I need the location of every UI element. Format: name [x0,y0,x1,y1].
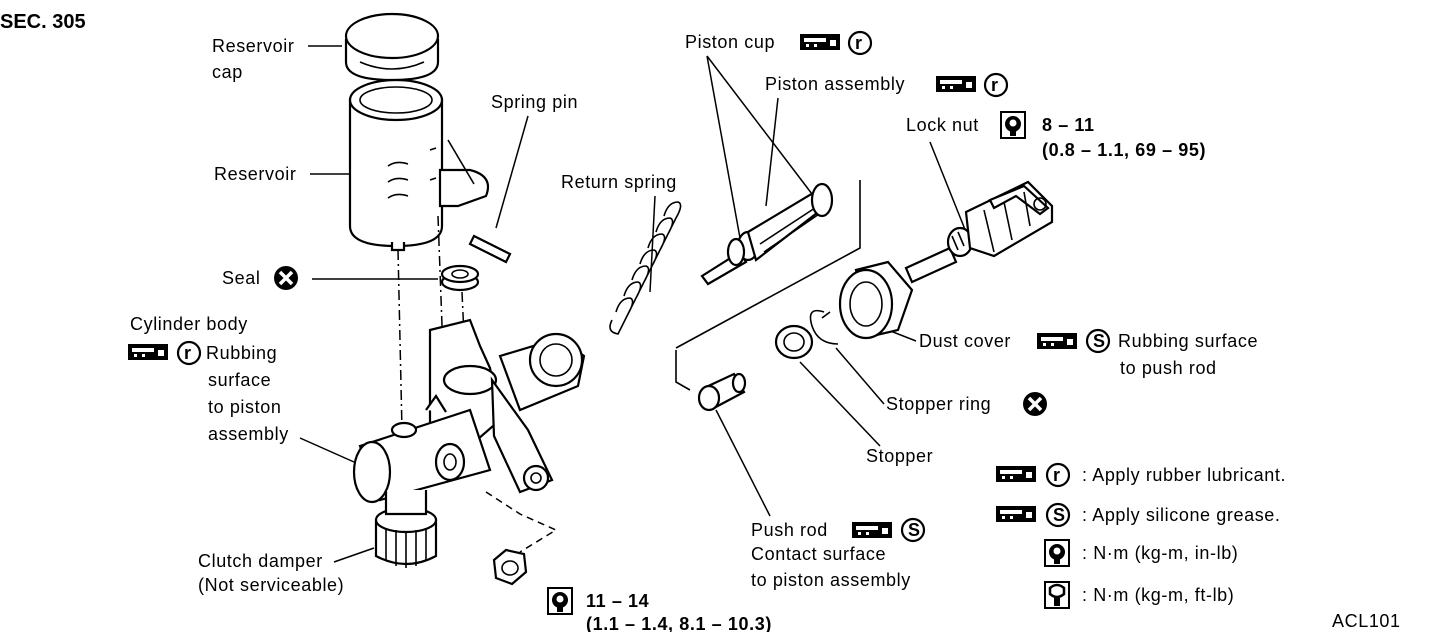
spring-pin-label: Spring pin [491,92,578,112]
bleeder-dash [485,491,558,553]
assembly-axis [437,215,445,381]
cylinder-note-1: Rubbing [206,343,277,363]
rubber-letter: r [991,75,998,95]
legend-silicone-text: : Apply silicone grease. [1082,505,1281,525]
dust-cover-note-1: Rubbing surface [1118,331,1258,351]
return-spring-label: Return spring [561,172,677,192]
cylinder-body-drawing [352,318,586,504]
bottom-torque-value: 11 – 14 [586,591,649,611]
rubber-lubricant-icon [1037,333,1077,349]
torque-wrench-icon [547,587,573,615]
stopper-ring-label: Stopper ring [886,394,991,414]
lock-nut-leader [929,141,967,233]
push-rod-drawing [697,372,747,412]
rubber-letter-circle [176,340,202,366]
rubber-lubricant-icon [852,522,892,538]
push-rod-label: Push rod [751,520,828,540]
rubber-letter: r [1053,465,1060,485]
legend-torque-ft-lb-icon [1043,580,1071,610]
cylinder-body-label: Cylinder body [130,314,248,334]
piston-cup-label: Piston cup [685,32,775,52]
piston-plane [675,180,861,349]
clutch-damper-note: (Not serviceable) [198,575,344,595]
reservoir-cap-label-2: cap [212,62,243,82]
seal-label: Seal [222,268,260,288]
silicone-letter: S [908,520,920,540]
rubber-letter: r [855,33,862,53]
silicone-letter: S [1093,331,1105,351]
seal-replace-icon [272,264,300,292]
reservoir-cap-drawing [344,12,440,82]
return-spring-drawing [609,201,682,335]
push-rod-note-1: Contact surface [751,544,886,564]
push-rod-plane [675,350,691,391]
cylinder-note-4: assembly [208,424,289,444]
piston-cup-leader [706,55,813,239]
stopper-drawing [774,324,814,360]
legend: r : Apply rubber lubricant. S : Apply si… [996,462,1286,610]
bleeder-nut-drawing [492,548,528,586]
cylinder-note-3: to piston [208,397,281,417]
legend-rubber-icon [996,466,1036,482]
legend-rubber-text: : Apply rubber lubricant. [1082,465,1286,485]
piston-assembly-drawing [700,182,834,286]
dust-cover-label: Dust cover [919,331,1011,351]
legend-silicone-circle [1045,502,1071,528]
rubber-letter-circle [983,72,1009,98]
clevis-drawing [904,180,1054,284]
piston-assembly-leader [765,97,779,207]
legend-torque-in-lb-icon [1044,539,1070,567]
clutch-damper-drawing [374,490,438,568]
legend-torque-ft-lb-text: : N·m (kg-m, ft-lb) [1082,585,1234,605]
lock-nut-torque-units: (0.8 – 1.1, 69 – 95) [1042,140,1206,160]
rubber-letter-circle [847,30,873,56]
reservoir-cap-label: Reservoir [212,36,294,56]
assembly-axis [397,249,403,431]
silicone-letter-circle [900,517,926,543]
stopper-ring-leader [835,347,885,405]
rubber-lubricant-icon [936,76,976,92]
diagram-code: ACL101 [1332,611,1401,631]
clutch-damper-label: Clutch damper [198,551,323,571]
seal-drawing [440,264,480,292]
silicone-letter: S [1053,505,1065,525]
cylinder-body-leader [299,437,355,463]
legend-silicone-icon [996,506,1036,522]
cylinder-note-2: surface [208,370,271,390]
reservoir-drawing [348,78,490,252]
section-label: SEC. 305 [0,11,86,33]
bottom-torque-units: (1.1 – 1.4, 8.1 – 10.3) [586,614,772,632]
silicone-letter-circle [1085,328,1111,354]
legend-rubber-circle [1045,462,1071,488]
reservoir-label: Reservoir [214,164,296,184]
stopper-ring-replace-icon [1021,390,1049,418]
spring-pin-drawing [468,234,512,264]
spring-pin-leader [495,115,529,229]
piston-assembly-label: Piston assembly [765,74,905,94]
rubber-lubricant-icon [128,344,168,360]
dust-cover-note-2: to push rod [1120,358,1217,378]
torque-wrench-icon [1000,111,1026,139]
push-rod-leader [715,409,771,517]
rubber-lubricant-icon [800,34,840,50]
clutch-damper-leader [333,547,375,563]
return-spring-leader [649,195,656,293]
rubber-letter: r [184,343,191,363]
stopper-label: Stopper [866,446,933,466]
push-rod-note-2: to piston assembly [751,570,911,590]
stopper-ring-drawing [809,309,839,345]
dust-cover-drawing [838,260,914,340]
lock-nut-label: Lock nut [906,115,979,135]
legend-torque-in-lb-text: : N·m (kg-m, in-lb) [1082,543,1238,563]
lock-nut-torque: 8 – 11 [1042,115,1095,135]
stopper-leader [799,361,881,447]
